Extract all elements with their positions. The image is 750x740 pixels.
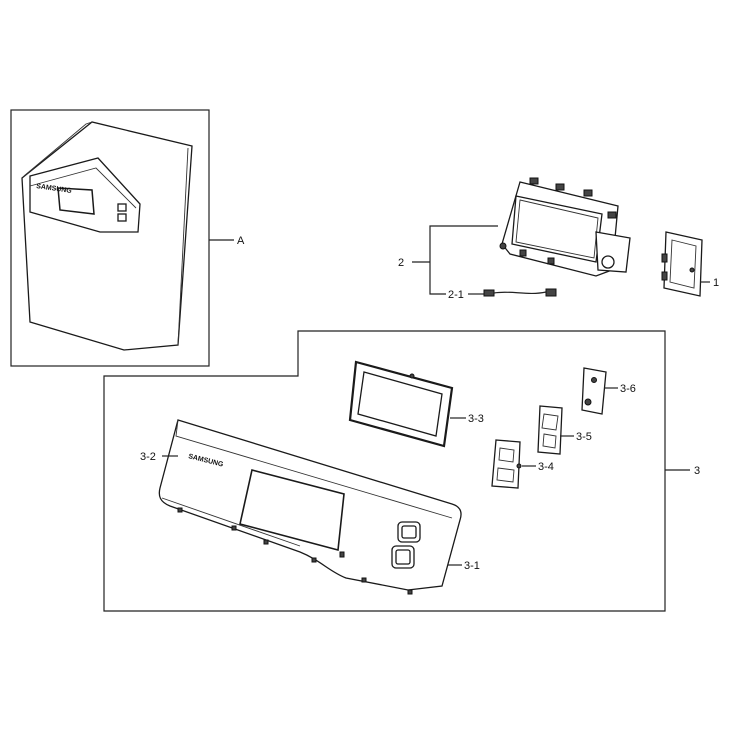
pcb-bracket (661, 231, 703, 297)
leader-2-bracket (429, 225, 498, 295)
callout-3-1: 3-1 (464, 560, 480, 572)
washer-overview: SAMSUNG (21, 121, 193, 351)
wire-harness (483, 288, 557, 297)
button-small (491, 439, 522, 489)
callout-3-4: 3-4 (538, 461, 554, 473)
callout-3: 3 (694, 465, 700, 477)
callout-3-2: 3-2 (140, 451, 156, 463)
button-bracket (581, 367, 607, 415)
callout-3-3: 3-3 (468, 413, 484, 425)
button-large (537, 405, 563, 455)
group-3-frame (103, 330, 666, 612)
callout-a: A (237, 235, 245, 247)
callout-3-6: 3-6 (620, 383, 636, 395)
callout-1: 1 (713, 277, 719, 289)
washer-logo: SAMSUNG (36, 183, 73, 195)
callout-3-5: 3-5 (576, 431, 592, 443)
control-panel: SAMSUNG (158, 419, 462, 595)
display-window-frame (348, 360, 454, 448)
callout-2-1: 2-1 (448, 289, 464, 301)
callout-2: 2 (398, 257, 404, 269)
inset-frame-a (10, 109, 210, 367)
display-pcb-assembly (499, 177, 631, 277)
